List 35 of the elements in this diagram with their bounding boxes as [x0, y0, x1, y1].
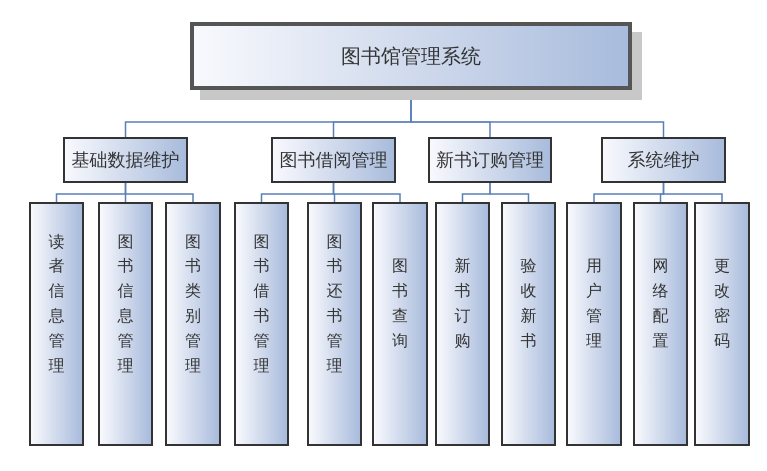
connector-line — [662, 183, 723, 202]
function-box — [435, 202, 490, 446]
module-box — [63, 137, 188, 183]
box-label: 图书借阅管理 — [280, 149, 388, 172]
function-box — [372, 202, 428, 446]
box-label: 用户管理 — [586, 255, 602, 352]
box-label: 更改密码 — [714, 255, 730, 352]
box-label: 读者信息管理 — [48, 230, 65, 377]
function-box — [694, 202, 750, 446]
box-label: 新书订购 — [454, 255, 471, 352]
function-box — [165, 202, 221, 446]
module-box — [271, 137, 396, 183]
module-box — [601, 137, 726, 183]
module-box — [428, 137, 552, 183]
box-label: 图书馆管理系统 — [341, 42, 481, 70]
connector-line — [489, 183, 530, 202]
connector-line — [124, 183, 194, 202]
box-label: 图书查询 — [392, 255, 408, 352]
function-box — [307, 202, 362, 446]
function-box — [98, 202, 153, 446]
function-box — [234, 202, 289, 446]
function-box — [633, 202, 688, 446]
box-label: 图书信息管理 — [117, 230, 134, 377]
box-label: 网络配置 — [652, 255, 669, 352]
function-box — [566, 202, 622, 446]
function-box — [29, 202, 84, 446]
connector-line — [332, 183, 401, 202]
box-label: 基础数据维护 — [72, 149, 180, 172]
box-label: 验收新书 — [520, 255, 537, 352]
box-label: 图书类别管理 — [184, 230, 202, 377]
box-label: 系统维护 — [628, 149, 700, 172]
box-label: 图书借书管理 — [253, 230, 270, 377]
box-label: 新书订购管理 — [436, 149, 544, 172]
box-label: 图书还书管理 — [326, 230, 343, 377]
function-box — [501, 202, 556, 446]
